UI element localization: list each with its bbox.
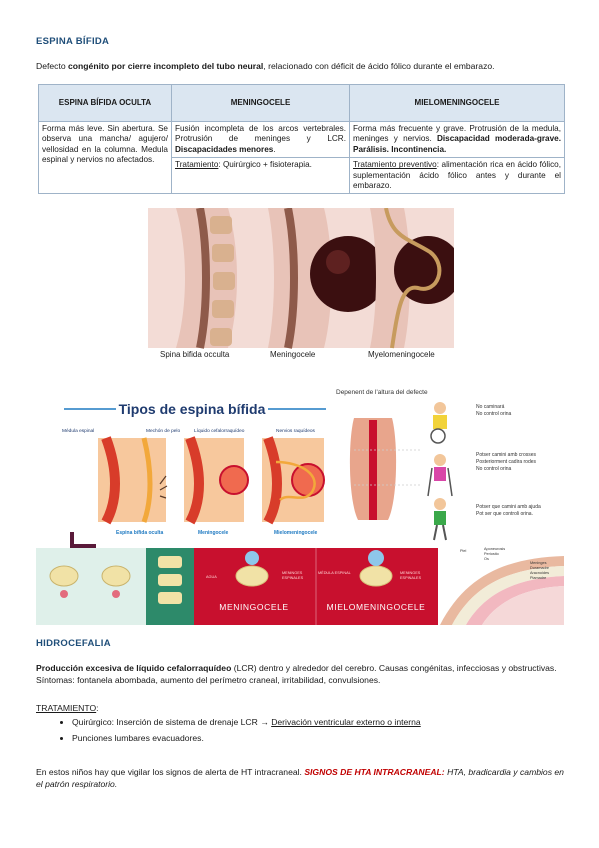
cell-bold: Discapacidad moderada-grave. Parálisis. …: [353, 134, 561, 154]
type-panel-meningocele: [184, 436, 249, 525]
treatment-list: Quirúrgico: Inserción de sistema de dren…: [56, 716, 421, 748]
cell-bold: Discapacidades menores: [175, 144, 274, 154]
anatomy-label: Os: [484, 557, 489, 561]
cell-text: : alimentación rica en ácido fólico, sup…: [353, 160, 561, 191]
band-label-meningocele: MENINGOCELE: [219, 602, 288, 612]
level-note: Potser que camini amb ajuda: [476, 504, 541, 510]
treatment-heading: TRATAMIENTO:: [36, 702, 564, 714]
band-small-label: MÉDULA ESPINAL: [318, 570, 351, 575]
band-small-label: MENINGES: [282, 571, 303, 575]
caption-myelomeningocele: Myelomeningocele: [368, 350, 435, 359]
panel-vertebra-left: [36, 548, 146, 625]
skull-layers-diagram: [440, 548, 564, 625]
band-small-label: ESPINALES: [282, 576, 304, 580]
label-medula: Médula espinal: [62, 428, 94, 434]
cell-text: : Quirúrgico + fisioterapia.: [218, 160, 312, 170]
level-note: Posteriorment cadira rodes: [476, 459, 537, 465]
anatomy-label: Piamadre: [530, 576, 546, 580]
cell-text: Fusión incompleta de los arcos vertebral…: [175, 124, 346, 144]
label-lcr: Líquido cefalorraquídeo: [194, 428, 245, 434]
meningocele-treatment: Tratamiento: Quirúrgico + fisioterapia.: [172, 157, 349, 172]
type-panel-mielomeningocele: [262, 436, 325, 525]
table-cell-mielomeningocele: Forma más frecuente y grave. Protrusión …: [349, 120, 565, 195]
mielomeningocele-description: Forma más frecuente y grave. Protrusión …: [350, 122, 564, 157]
section-title-espina-bifida: ESPINA BÍFIDA: [36, 36, 110, 47]
anatomy-label: Meninges: [530, 561, 547, 565]
treatment-label: TRATAMIENTO: [36, 703, 97, 713]
alert-paragraph: En estos niños hay que vigilar los signo…: [36, 766, 564, 790]
level-note: No control orina: [476, 411, 512, 417]
level-heading: Depenent de l'altura del defecte: [336, 389, 428, 396]
alert-text: En estos niños hay que vigilar los signo…: [36, 767, 305, 777]
label-mechon: Mechón de pelo: [146, 428, 180, 434]
intro-text-end: , relacionado con déficit de ácido fólic…: [263, 61, 495, 71]
cell-text: Forma más frecuente y grave. Protrusión …: [353, 124, 561, 144]
definition-bold: Producción excesiva de líquido cefalorra…: [36, 663, 232, 673]
spina-bifida-comparison-table: ESPINA BÍFIDA OCULTA MENINGOCELE MIELOME…: [38, 84, 565, 195]
tipos-espina-bifida-infographic: Tipos de espina bífida Médula espinal Me…: [36, 380, 564, 625]
level-note: Pot ser que controli orina.: [476, 511, 533, 517]
hidrocefalia-definition: Producción excesiva de líquido cefalorra…: [36, 662, 564, 686]
type-panel-oculta: [98, 436, 168, 525]
band-small-label: AGUA: [206, 575, 217, 579]
child-wheelchair-icon: [430, 402, 447, 444]
mielomeningocele-treatment: Tratamiento preventivo: alimentación ric…: [350, 157, 564, 193]
table-cell-meningocele: Fusión incompleta de los arcos vertebral…: [171, 120, 350, 195]
list-item: Quirúrgico: Inserción de sistema de dren…: [72, 716, 421, 728]
label-nervios: Nervios raquídeos: [276, 428, 316, 434]
alert-red: SIGNOS DE HTA INTRACRANEAL:: [304, 767, 445, 777]
section-title-hidrocefalia: HIDROCEFALIA: [36, 638, 111, 649]
alert-italic: HTA, bradicardia y cambios en el patrón …: [36, 767, 564, 789]
anatomy-label: Piel: [460, 549, 466, 553]
definition-text: (LCR) dentro y alrededor del cerebro. Ca…: [36, 663, 557, 685]
level-note: Potser camini amb crosses: [476, 452, 537, 458]
spina-bifida-types-illustration: [148, 208, 454, 349]
occulta-panel: [176, 208, 237, 349]
child-crutches-icon: [427, 454, 453, 497]
item-underlined: Derivación ventricular externo o interna: [271, 717, 421, 727]
table-header: ESPINA BÍFIDA OCULTA: [38, 84, 172, 122]
table-header: MENINGOCELE: [171, 84, 350, 122]
label-oculta: Espina bífida oculta: [116, 530, 163, 536]
list-item: Punciones lumbares evacuadores.: [72, 732, 421, 744]
anatomy-label: Periostio: [484, 552, 499, 556]
item-text: Quirúrgico: Inserción de sistema de dren…: [72, 717, 272, 727]
band-small-label: ESPINALES: [400, 576, 422, 580]
band-label-mielomeningocele: MIELOMENINGOCELE: [327, 602, 426, 612]
cell-label: Tratamiento: [175, 160, 219, 170]
cell-label: Tratamiento preventivo: [353, 160, 437, 170]
back-anatomy: [349, 418, 422, 520]
table-cell-oculta: Forma más leve. Sin abertura. Se observa…: [38, 120, 172, 195]
label-mielomeningocele: Mielomeningocele: [274, 530, 318, 536]
level-note: No control orina: [476, 466, 512, 472]
intro-bold: congénito por cierre incompleto del tubo…: [68, 61, 264, 71]
espina-bifida-intro: Defecto congénito por cierre incompleto …: [36, 60, 564, 72]
caption-meningocele: Meningocele: [270, 350, 316, 359]
infographic-title: Tipos de espina bífida: [119, 401, 266, 417]
cell-text: .: [273, 144, 276, 154]
meningocele-panel: [268, 208, 386, 349]
child-walking-icon: [433, 498, 447, 541]
anatomy-label: Aponeurosis: [484, 547, 505, 551]
level-note: No caminará: [476, 404, 505, 410]
caption-occulta: Spina bifida occulta: [160, 350, 230, 359]
myelomeningocele-panel: [370, 208, 454, 349]
band-small-label: MENINGES: [400, 571, 421, 575]
treatment-colon: :: [96, 703, 99, 713]
anatomy-label: Aracnoides: [530, 571, 549, 575]
intro-text: Defecto: [36, 61, 69, 71]
anatomy-label: Duramadre: [530, 566, 549, 570]
meningocele-description: Fusión incompleta de los arcos vertebral…: [172, 122, 349, 157]
label-meningocele: Meningocele: [198, 530, 229, 536]
table-header: MIELOMENINGOCELE: [349, 84, 565, 122]
